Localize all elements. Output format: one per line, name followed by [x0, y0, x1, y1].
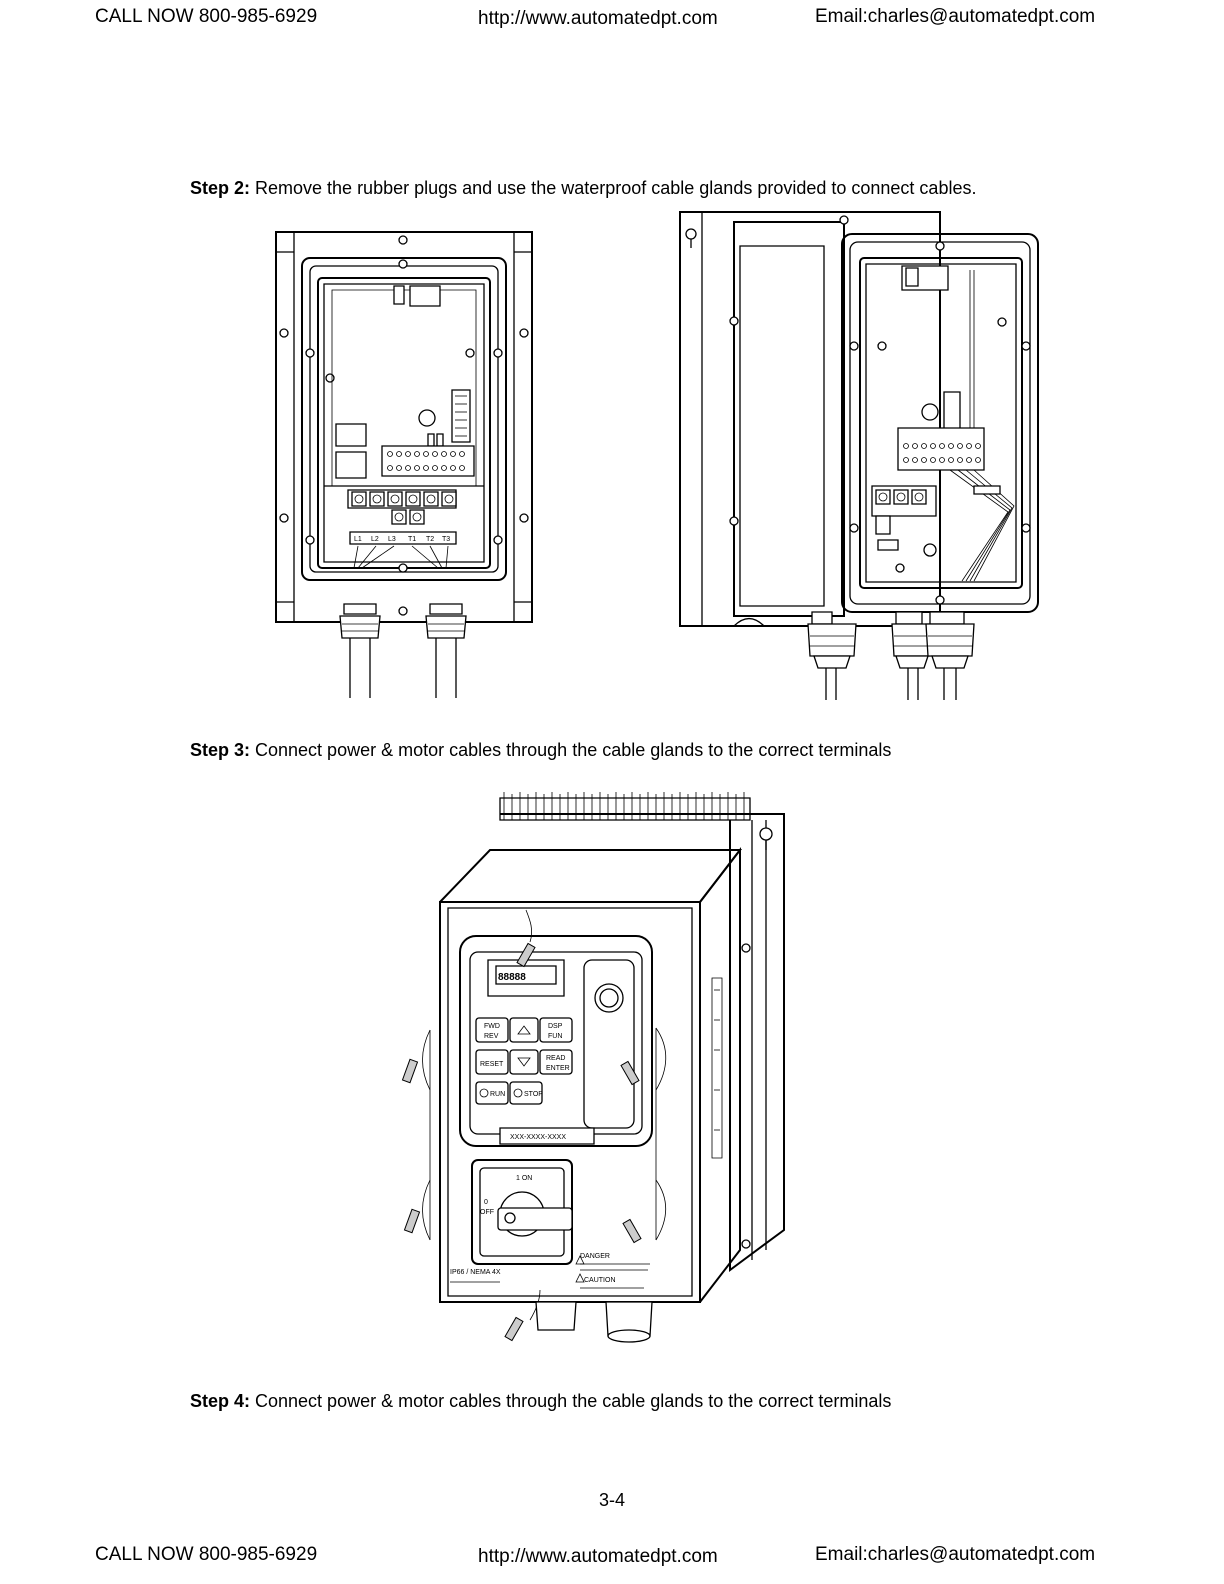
- power-terminal-screws: [352, 492, 456, 524]
- key-read-label: READ: [546, 1055, 565, 1062]
- key-fwd-rev: [476, 1018, 508, 1042]
- page-number: 3-4: [598, 1490, 625, 1510]
- footer-url[interactable]: http://www.automatedpt.com: [478, 1546, 718, 1567]
- step-4-caption: Step 4: Connect power & motor cables thr…: [190, 1391, 891, 1412]
- danger-label: DANGER: [580, 1253, 610, 1260]
- rating-label: IP66 / NEMA 4X: [450, 1269, 501, 1276]
- header-email[interactable]: Email:charles@automatedpt.com: [815, 6, 1096, 27]
- key-up: [510, 1018, 538, 1042]
- switch-off-number: 0: [484, 1199, 488, 1206]
- cable-gland-angled-2: [892, 612, 932, 700]
- bottom-cable-glands: [536, 1302, 652, 1342]
- key-read-enter: [540, 1050, 572, 1074]
- enclosure-front-open-figure: L1 L2 L3 T1 T2 T3: [270, 228, 540, 702]
- key-enter-label: ENTER: [546, 1065, 570, 1072]
- terminal-label-t2: T2: [426, 536, 434, 543]
- step-4-text: Connect power & motor cables through the…: [250, 1391, 892, 1411]
- terminal-label-t1: T1: [408, 536, 416, 543]
- disconnect-handle: [498, 1208, 572, 1230]
- switch-off-label: OFF: [480, 1209, 494, 1216]
- switch-on-label: 1 ON: [516, 1175, 532, 1182]
- step-3-text: Connect power & motor cables through the…: [250, 740, 892, 760]
- key-reset: [476, 1050, 508, 1074]
- model-plate-text: XXX-XXXX-XXXX: [510, 1134, 566, 1141]
- step-2-label: Step 2:: [190, 178, 251, 198]
- terminal-label-l1: L1: [354, 536, 362, 543]
- header-phone: CALL NOW 800-985-6929: [95, 6, 318, 27]
- control-terminal-screws: [388, 452, 465, 471]
- key-fwd-label: FWD: [484, 1023, 500, 1030]
- key-reset-label: RESET: [480, 1061, 504, 1068]
- footer-email[interactable]: Email:charles@automatedpt.com: [815, 1544, 1096, 1565]
- key-rev-label: REV: [484, 1033, 499, 1040]
- key-stop: [510, 1082, 542, 1104]
- header-url[interactable]: http://www.automatedpt.com: [478, 8, 718, 29]
- key-fun-label: FUN: [548, 1033, 562, 1040]
- cable-gland-angled-1: [808, 612, 856, 700]
- key-dsp-fun: [540, 1018, 572, 1042]
- step-2-caption: Step 2: Remove the rubber plugs and use …: [190, 178, 976, 199]
- footer-phone: CALL NOW 800-985-6929: [95, 1544, 318, 1565]
- key-down: [510, 1050, 538, 1074]
- key-run: [476, 1082, 508, 1104]
- cable-gland-left: [340, 604, 380, 698]
- terminal-label-l3: L3: [388, 536, 396, 543]
- tethered-screws: [402, 910, 665, 1341]
- terminal-label-l2: L2: [371, 536, 379, 543]
- heat-sink-fins: [500, 792, 750, 820]
- cable-gland-right: [426, 604, 466, 698]
- cable-gland-angled-3: [926, 612, 974, 700]
- key-stop-label: STOP: [524, 1091, 543, 1098]
- enclosure-closed-figure: 88888 FWD REV DSP FUN RESET READ ENTER R…: [400, 790, 790, 1354]
- key-run-label: RUN: [490, 1091, 505, 1098]
- display-digits: 88888: [498, 972, 526, 983]
- enclosure-angled-open-figure: [674, 206, 1044, 702]
- terminal-label-t3: T3: [442, 536, 450, 543]
- caution-label: CAUTION: [584, 1277, 616, 1284]
- step-3-label: Step 3:: [190, 740, 251, 760]
- step-4-label: Step 4:: [190, 1391, 251, 1411]
- step-2-text: Remove the rubber plugs and use the wate…: [250, 178, 977, 198]
- key-dsp-label: DSP: [548, 1023, 563, 1030]
- step-3-caption: Step 3: Connect power & motor cables thr…: [190, 740, 891, 761]
